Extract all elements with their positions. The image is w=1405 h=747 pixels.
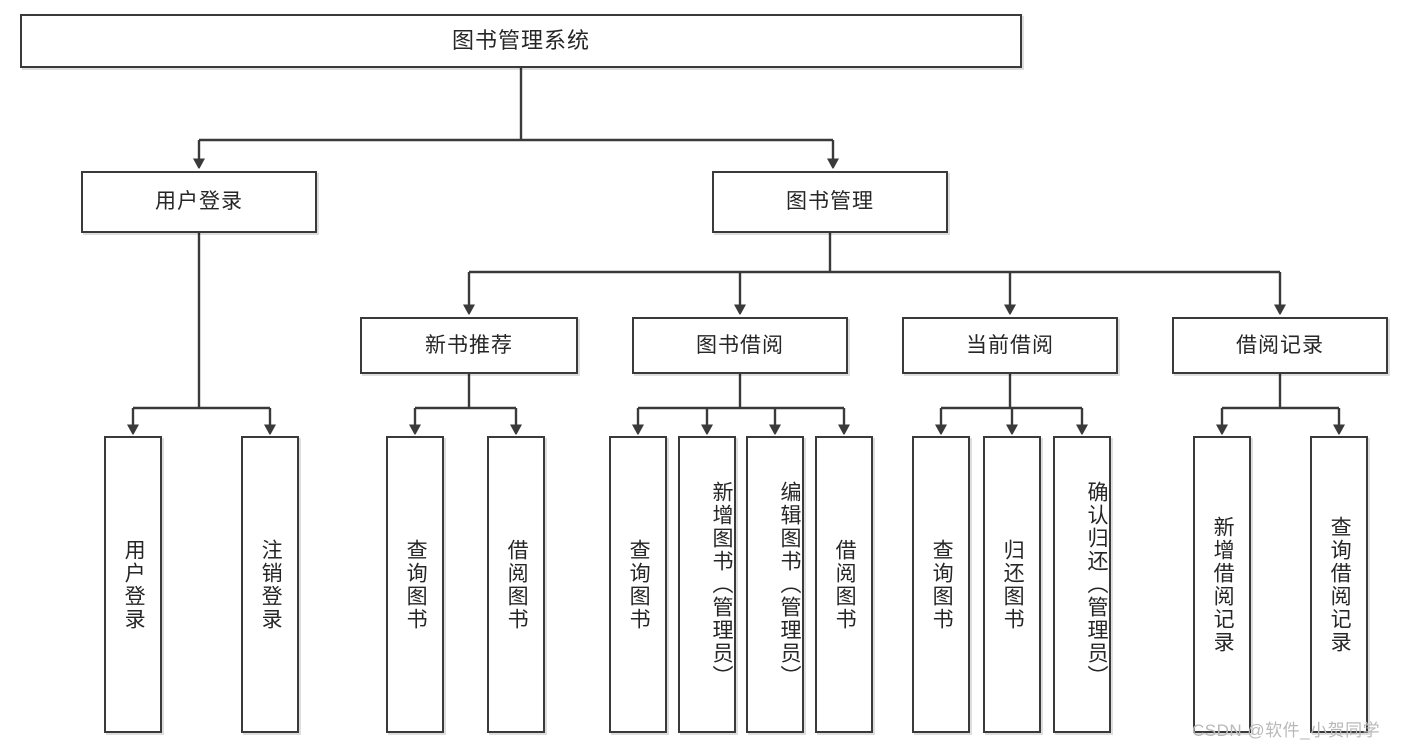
node-leaf-query-book-recommend[interactable]: 查询图书 bbox=[386, 436, 444, 733]
node-new-book-recommendation[interactable]: 新书推荐 bbox=[360, 317, 578, 374]
node-root-system[interactable]: 图书管理系统 bbox=[20, 14, 1022, 68]
connector-currentborrow-to-leaves bbox=[941, 374, 1082, 426]
node-user-login[interactable]: 用户登录 bbox=[81, 171, 317, 233]
connector-root-to-level2 bbox=[199, 68, 833, 160]
node-borrow-records[interactable]: 借阅记录 bbox=[1172, 317, 1388, 374]
node-leaf-borrow-book-recommend[interactable]: 借阅图书 bbox=[487, 436, 545, 733]
node-leaf-add-book-admin[interactable]: 新增图书（管理员） bbox=[678, 436, 736, 733]
node-leaf-user-login[interactable]: 用户登录 bbox=[104, 436, 162, 733]
node-current-borrowing[interactable]: 当前借阅 bbox=[902, 317, 1118, 374]
node-leaf-edit-book-admin[interactable]: 编辑图书（管理员） bbox=[746, 436, 804, 733]
connector-bookmanage-to-level3 bbox=[469, 233, 1280, 306]
connector-borrowrecord-to-leaves bbox=[1222, 374, 1339, 426]
connector-bookborrow-to-leaves bbox=[638, 374, 844, 426]
csdn-watermark: CSDN @软件_小贺同学 bbox=[1192, 721, 1381, 740]
node-book-borrowing[interactable]: 图书借阅 bbox=[632, 317, 848, 374]
node-leaf-query-book-borrow[interactable]: 查询图书 bbox=[609, 436, 667, 733]
node-book-management[interactable]: 图书管理 bbox=[712, 171, 948, 233]
connector-userlogin-to-leaves bbox=[133, 233, 270, 426]
connector-newbook-to-leaves bbox=[415, 374, 516, 426]
node-leaf-confirm-return-admin[interactable]: 确认归还（管理员） bbox=[1053, 436, 1111, 733]
node-leaf-return-book[interactable]: 归还图书 bbox=[983, 436, 1041, 733]
node-leaf-add-borrow-record[interactable]: 新增借阅记录 bbox=[1193, 436, 1251, 733]
node-leaf-borrow-book[interactable]: 借阅图书 bbox=[815, 436, 873, 733]
node-leaf-logout[interactable]: 注销登录 bbox=[241, 436, 299, 733]
node-leaf-query-borrow-record[interactable]: 查询借阅记录 bbox=[1310, 436, 1368, 733]
node-leaf-query-book-current[interactable]: 查询图书 bbox=[912, 436, 970, 733]
